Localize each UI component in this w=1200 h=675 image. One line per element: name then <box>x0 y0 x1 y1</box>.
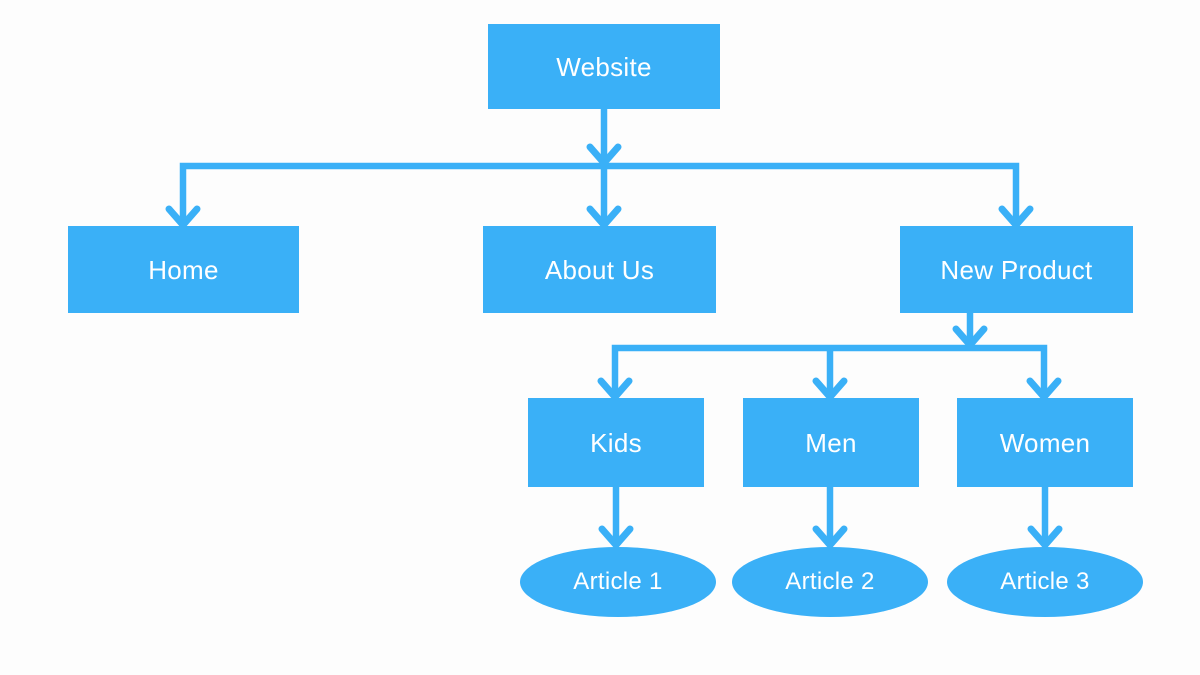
node-article-1-label: Article 1 <box>573 568 663 595</box>
connector-men-article2 <box>812 486 848 549</box>
connector-website-trunk <box>586 108 622 167</box>
node-website: Website <box>488 24 720 109</box>
node-men-label: Men <box>805 427 857 458</box>
node-kids: Kids <box>528 398 704 487</box>
connector-hub-level1 <box>165 162 1034 229</box>
node-new-product-label: New Product <box>940 254 1093 285</box>
node-men: Men <box>743 398 919 487</box>
node-article-2: Article 2 <box>732 547 928 617</box>
arrowhead-into-home <box>165 205 201 229</box>
arrowhead-into-kids <box>597 377 633 401</box>
connector-women-article3 <box>1027 486 1063 549</box>
arrowhead-into-about-us <box>586 205 622 229</box>
node-website-label: Website <box>556 51 652 82</box>
connector-aboutus-drop <box>586 166 622 229</box>
node-women-label: Women <box>999 427 1091 458</box>
connector-newproduct-trunk <box>952 312 988 349</box>
node-about-us: About Us <box>483 226 716 313</box>
arrowhead-into-women <box>1026 377 1062 401</box>
arrowhead-into-new-product <box>998 205 1034 229</box>
node-women: Women <box>957 398 1133 487</box>
node-kids-label: Kids <box>590 427 642 458</box>
node-article-2-label: Article 2 <box>785 568 875 595</box>
connector-men-drop <box>812 348 848 401</box>
node-new-product: New Product <box>900 226 1133 313</box>
node-article-1: Article 1 <box>520 547 716 617</box>
arrowhead-into-article3 <box>1027 525 1063 549</box>
connector-kids-article1 <box>598 486 634 549</box>
arrowhead-into-article1 <box>598 525 634 549</box>
arrowhead-into-article2 <box>812 525 848 549</box>
arrowhead-into-men <box>812 377 848 401</box>
node-article-3-label: Article 3 <box>1000 568 1090 595</box>
node-home: Home <box>68 226 299 313</box>
node-article-3: Article 3 <box>947 547 1143 617</box>
node-about-us-label: About Us <box>544 254 655 285</box>
node-home-label: Home <box>148 254 219 285</box>
